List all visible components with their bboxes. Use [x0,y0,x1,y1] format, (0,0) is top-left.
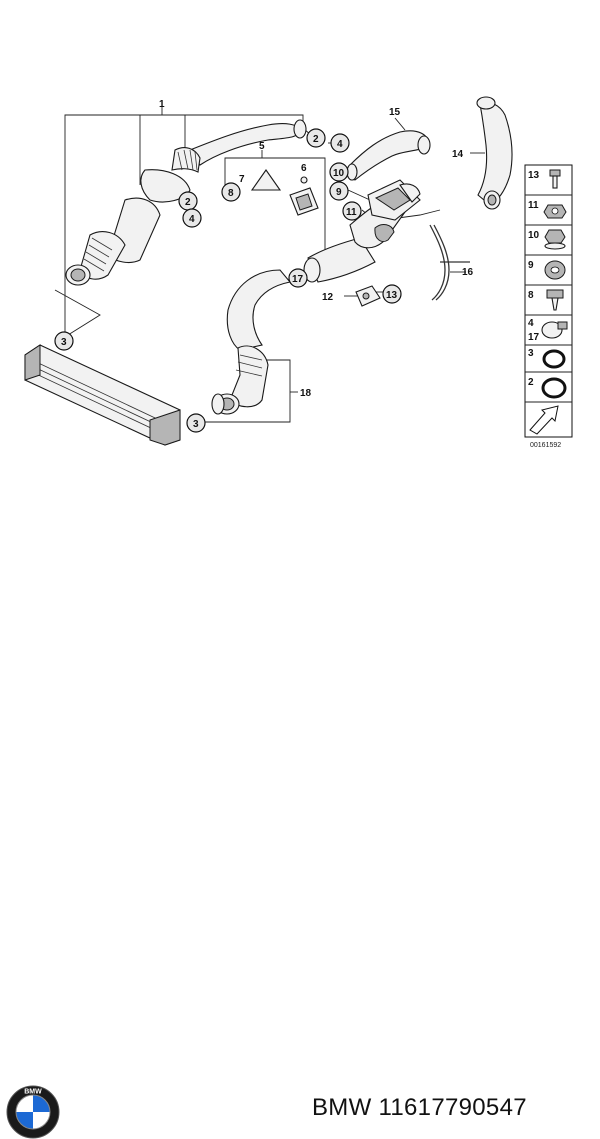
catalog-code: 00161592 [530,442,561,449]
panel-num-11: 11 [528,200,539,211]
arrow-icon [529,405,559,435]
panel-num-3: 3 [528,348,534,359]
callout-5: 5 [259,141,265,152]
callout-2-left: 2 [185,197,191,208]
callout-10: 10 [333,168,345,179]
callout-3-upper: 3 [61,337,67,348]
parts-diagram: 1 2 4 2 4 5 6 7 8 9 10 11 12 13 14 15 16… [24,96,573,449]
callout-13: 13 [386,290,398,301]
fastener-panel: 13 11 10 9 8 4 17 3 2 [524,164,573,449]
svg-text:BMW: BMW [24,1089,42,1096]
callout-14: 14 [452,149,464,160]
callout-11: 11 [346,207,357,218]
throttle-housing [367,179,421,221]
part-number-label: BMW 11617790547 [312,1094,527,1121]
sensor-5-group [250,169,319,216]
callout-6: 6 [301,163,307,174]
screw-icon [549,169,561,189]
bmw-logo-icon: BMW [6,1085,60,1139]
hose-clamp-icon [541,321,568,339]
hose-16 [429,224,470,301]
callout-4-left: 4 [189,214,195,225]
intercooler [24,344,181,446]
panel-num-4: 4 [528,318,534,329]
panel-num-17: 17 [528,332,540,343]
pipe-14 [476,96,513,210]
callout-numbers: 1 2 4 2 4 5 6 7 8 9 10 11 12 13 14 15 16… [61,99,474,430]
flange-nut-icon [544,229,566,250]
callout-18: 18 [300,388,312,399]
footer: BMW BMW 11617790547 [0,540,600,1139]
panel-num-9: 9 [528,260,534,271]
callout-badges [54,128,402,433]
o-ring-large-icon [541,377,567,399]
callout-1: 1 [159,99,165,110]
clamp-3-lower [211,393,225,415]
pipe-18 [214,269,292,415]
callout-8: 8 [228,188,234,199]
callout-17: 17 [292,274,304,285]
bracket-12-13 [355,285,381,307]
callout-12: 12 [322,292,334,303]
callout-2-upper: 2 [313,134,319,145]
panel-num-2: 2 [528,377,534,388]
grommet-icon [544,260,566,280]
clip-icon [546,289,564,311]
callout-3-lower: 3 [193,419,199,430]
callout-4-upper: 4 [337,139,343,150]
nut-icon [543,204,567,219]
callout-16: 16 [462,267,474,278]
panel-num-8: 8 [528,290,534,301]
callout-15: 15 [389,107,401,118]
pipe-15 [346,130,431,181]
panel-num-10: 10 [528,230,540,241]
o-ring-small-icon [542,349,566,369]
callout-9: 9 [336,187,342,198]
panel-num-13: 13 [528,170,540,181]
leader-lines [54,106,485,423]
pipe-1 [65,119,307,286]
callout-7: 7 [239,174,245,185]
